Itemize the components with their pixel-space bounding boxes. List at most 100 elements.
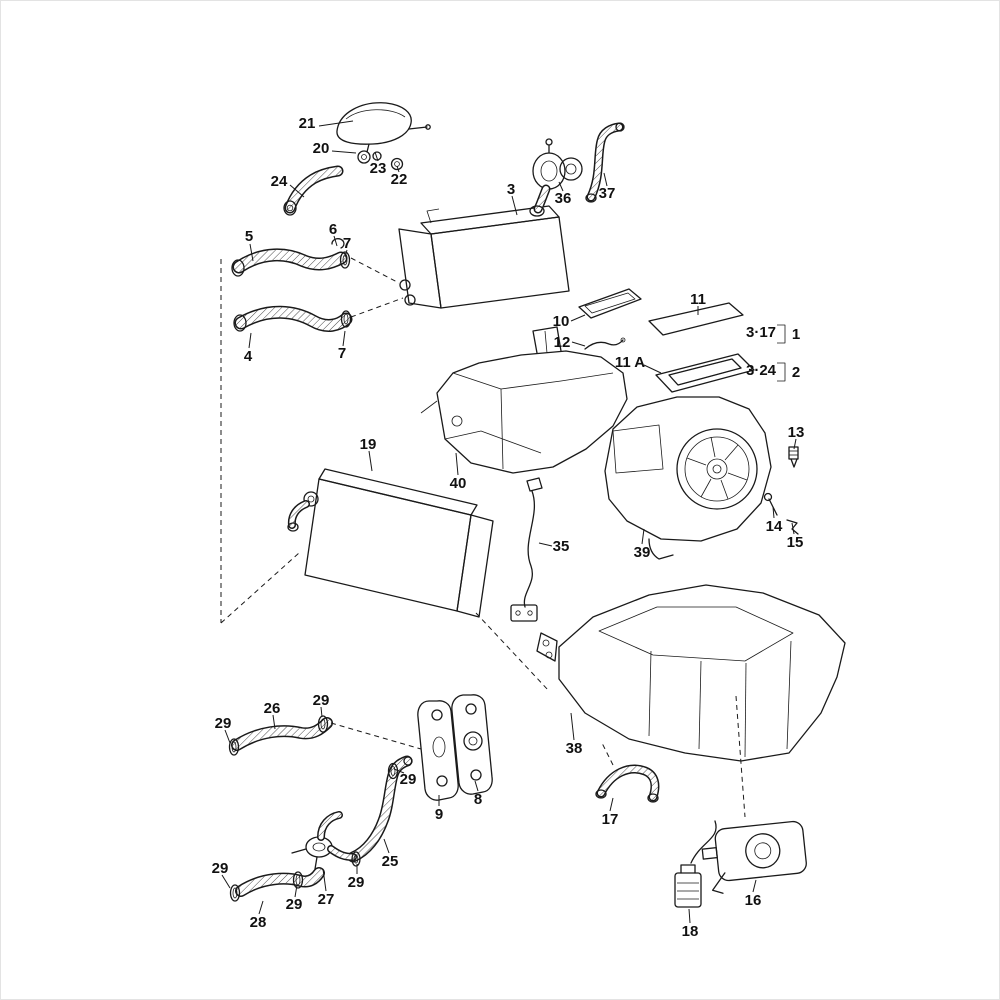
part-number-label: 18 (682, 923, 699, 940)
leader-line (221, 874, 231, 889)
heater-core-drawing (287, 468, 494, 618)
leader-line (570, 712, 575, 741)
part-number-label: 27 (318, 891, 335, 908)
leader-line (603, 172, 608, 187)
evaporator-pipe-stub (399, 279, 411, 291)
leader-line (383, 838, 390, 854)
part-number-label: 25 (382, 853, 399, 870)
leader-line (318, 120, 354, 127)
leader-line (571, 341, 586, 347)
evaporator-core-drawing (398, 205, 570, 309)
part-number-label: 3·24 (746, 362, 777, 379)
leader-line (289, 184, 305, 198)
screw-14-drawing (763, 492, 778, 516)
leader-line (752, 879, 757, 893)
hose-25-drawing (353, 757, 413, 857)
switch-18-drawing (674, 820, 717, 908)
cable-35-drawing (510, 477, 543, 622)
part-number-label: 21 (299, 115, 316, 132)
part-number-label: 9 (435, 806, 443, 823)
actuator-16-drawing (701, 820, 807, 894)
leader-line (249, 243, 254, 262)
clamp-29-drawing (387, 762, 399, 780)
leader-line (791, 522, 795, 535)
leader-line (688, 908, 691, 924)
clamp-7-drawing (339, 251, 351, 269)
assembly-guide-lines (220, 257, 746, 818)
part-number-label: 6 (329, 221, 337, 238)
part-number-label: 7 (338, 345, 346, 362)
reference-bracket-1 (777, 324, 786, 344)
leader-line (374, 151, 379, 162)
sensor-13-drawing (788, 446, 799, 468)
part-number-label: 28 (250, 914, 267, 931)
part-number-label: 17 (602, 811, 619, 828)
housing-40-drawing (420, 326, 628, 474)
part-number-label: 12 (554, 334, 571, 351)
part-number-label: 8 (474, 791, 482, 808)
part-number-label: 16 (745, 892, 762, 909)
part-number-label: 29 (286, 896, 303, 913)
leader-line (322, 868, 327, 892)
part-number-label: 13 (788, 424, 805, 441)
flange-8-drawing (451, 694, 493, 795)
clip-15-drawing (786, 519, 799, 535)
leader-line (368, 450, 373, 472)
leader-line (538, 542, 553, 547)
part-number-label: 29 (313, 692, 330, 709)
part-number-label: 29 (212, 860, 229, 877)
part-number-label: 24 (271, 173, 288, 190)
clamp-7b-drawing (340, 310, 352, 328)
part-number-label: 11 (690, 291, 706, 308)
water-pump-drawing (529, 138, 583, 217)
leader-line (333, 235, 338, 247)
leader-line (641, 528, 645, 545)
part-number-label: 5 (245, 228, 253, 245)
part-number-label: 37 (599, 185, 616, 202)
leader-line (320, 706, 323, 718)
part-number-label: 20 (313, 140, 330, 157)
leader-line (342, 330, 346, 347)
seal-10-drawing (578, 288, 642, 319)
part-number-label: 29 (348, 874, 365, 891)
hose-17-drawing (595, 769, 658, 803)
clamp-29-drawing (229, 884, 241, 902)
evaporator-pipe-stub (404, 294, 416, 306)
part-number-label: 14 (766, 518, 783, 535)
part-number-label: 22 (391, 171, 408, 188)
part-number-label: 29 (215, 715, 232, 732)
clamp-29-drawing (317, 715, 329, 733)
leader-line (772, 506, 775, 519)
hose-24-drawing (283, 171, 338, 216)
leader-line (258, 900, 264, 915)
clamp-29-drawing (292, 871, 304, 889)
fitting-20-drawing (357, 150, 371, 164)
part-number-label: 3 (507, 181, 515, 198)
leader-line (643, 364, 662, 374)
nut-22-drawing (390, 157, 404, 171)
leader-line (570, 314, 586, 322)
leader-line (294, 884, 298, 898)
reference-bracket-2 (777, 362, 786, 382)
leader-line (793, 438, 797, 450)
leader-line (474, 780, 479, 792)
part-number-label: 35 (553, 538, 570, 555)
aux-pump-cover-drawing (336, 102, 431, 171)
leader-line (393, 768, 405, 774)
part-number-label: 2 (792, 364, 800, 381)
screw-drawing (408, 126, 428, 130)
leader-line (224, 729, 231, 744)
clip-6-drawing (331, 238, 345, 249)
blower-housing-drawing (604, 396, 772, 560)
lower-housing-drawing (536, 584, 846, 762)
leader-line (455, 452, 459, 476)
part-number-label: 36 (555, 190, 572, 207)
part-number-label: 26 (264, 700, 281, 717)
hose-28-drawing (241, 873, 319, 891)
filter-11-drawing (648, 302, 744, 336)
part-number-label: 29 (400, 771, 417, 788)
hose-5-drawing (231, 255, 341, 277)
clamp-29-drawing (351, 851, 361, 867)
